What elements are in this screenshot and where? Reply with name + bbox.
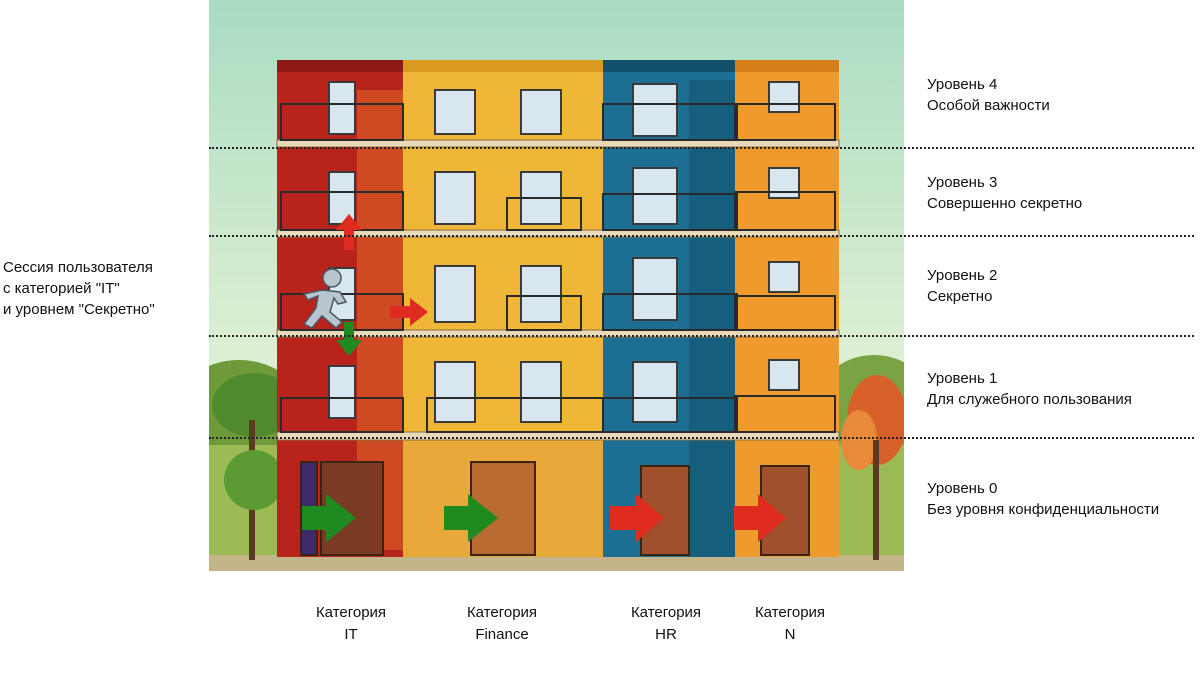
category-label-finance: Категория Finance [432, 602, 572, 646]
session-line: Сессия пользователя [3, 257, 155, 278]
level-name: Для служебного пользования [927, 389, 1132, 410]
level-label-4: Уровень 4 Особой важности [927, 74, 1050, 116]
level-separator-2-1 [209, 335, 1194, 337]
session-label: Сессия пользователя с категорией "IT" и … [3, 257, 155, 320]
category-name: N [720, 624, 860, 646]
category-name: HR [596, 624, 736, 646]
level-separator-4-3 [209, 147, 1194, 149]
building-illustration [209, 0, 904, 571]
level-separator-3-2 [209, 235, 1194, 237]
category-prefix: Категория [281, 602, 421, 624]
level-number: Уровень 3 [927, 172, 1082, 193]
session-line: и уровнем "Секретно" [3, 299, 155, 320]
category-prefix: Категория [720, 602, 860, 624]
level-name: Секретно [927, 286, 997, 307]
level-separator-1-0 [209, 437, 1194, 439]
level-number: Уровень 4 [927, 74, 1050, 95]
level-number: Уровень 2 [927, 265, 997, 286]
category-prefix: Категория [596, 602, 736, 624]
level-name: Особой важности [927, 95, 1050, 116]
level-label-2: Уровень 2 Секретно [927, 265, 997, 307]
level-label-1: Уровень 1 Для служебного пользования [927, 368, 1132, 410]
category-name: IT [281, 624, 421, 646]
category-prefix: Категория [432, 602, 572, 624]
session-line: с категорией "IT" [3, 278, 155, 299]
category-label-hr: Категория HR [596, 602, 736, 646]
level-number: Уровень 0 [927, 478, 1159, 499]
category-label-n: Категория N [720, 602, 860, 646]
level-label-0: Уровень 0 Без уровня конфиденциальности [927, 478, 1159, 520]
category-name: Finance [432, 624, 572, 646]
level-label-3: Уровень 3 Совершенно секретно [927, 172, 1082, 214]
level-name: Без уровня конфиденциальности [927, 499, 1159, 520]
level-number: Уровень 1 [927, 368, 1132, 389]
level-name: Совершенно секретно [927, 193, 1082, 214]
category-label-it: Категория IT [281, 602, 421, 646]
